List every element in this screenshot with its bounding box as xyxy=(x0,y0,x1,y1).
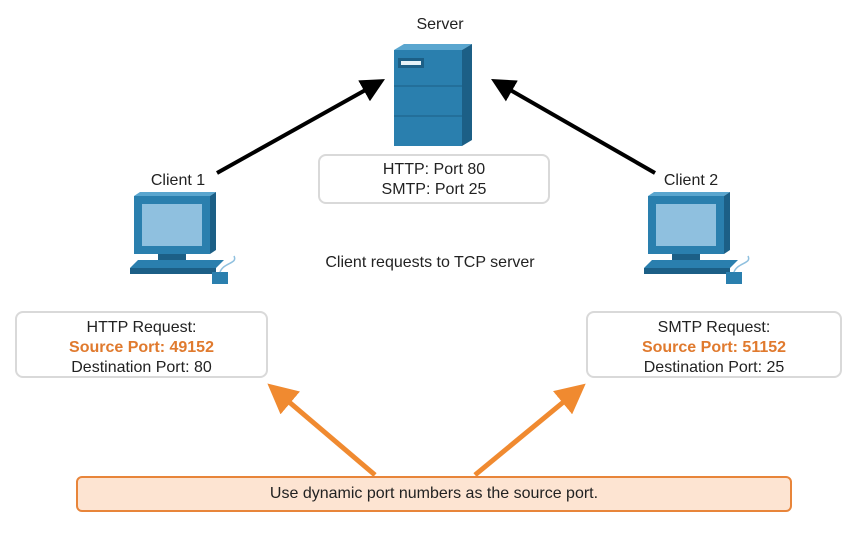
client1-destination-port: Destination Port: 80 xyxy=(71,359,212,376)
server-icon xyxy=(394,44,472,146)
client2-source-port: Source Port: 51152 xyxy=(641,339,787,356)
server-port-smtp: SMTP: Port 25 xyxy=(381,181,487,198)
client1-label: Client 1 xyxy=(150,172,206,189)
arrow-note-to-client1-request xyxy=(267,383,377,477)
arrow-client1-to-server xyxy=(216,79,385,175)
server-port-http: HTTP: Port 80 xyxy=(382,161,486,178)
client1-request-box: HTTP Request: Source Port: 49152 Destina… xyxy=(15,311,268,378)
client2-label: Client 2 xyxy=(663,172,719,189)
client1-request-title: HTTP Request: xyxy=(86,319,197,336)
server-label: Server xyxy=(416,16,464,33)
client2-request-title: SMTP Request: xyxy=(657,319,771,336)
client2-computer-icon xyxy=(644,192,750,284)
note-box: Use dynamic port numbers as the source p… xyxy=(76,476,792,512)
client1-computer-icon xyxy=(130,192,236,284)
client2-destination-port: Destination Port: 25 xyxy=(643,359,785,376)
server-ports-box: HTTP: Port 80 SMTP: Port 25 xyxy=(318,154,550,204)
diagram-caption: Client requests to TCP server xyxy=(325,254,535,271)
client2-request-box: SMTP Request: Source Port: 51152 Destina… xyxy=(586,311,842,378)
arrow-client2-to-server xyxy=(491,79,656,175)
client1-source-port: Source Port: 49152 xyxy=(69,339,214,356)
arrow-note-to-client2-request xyxy=(473,383,586,477)
